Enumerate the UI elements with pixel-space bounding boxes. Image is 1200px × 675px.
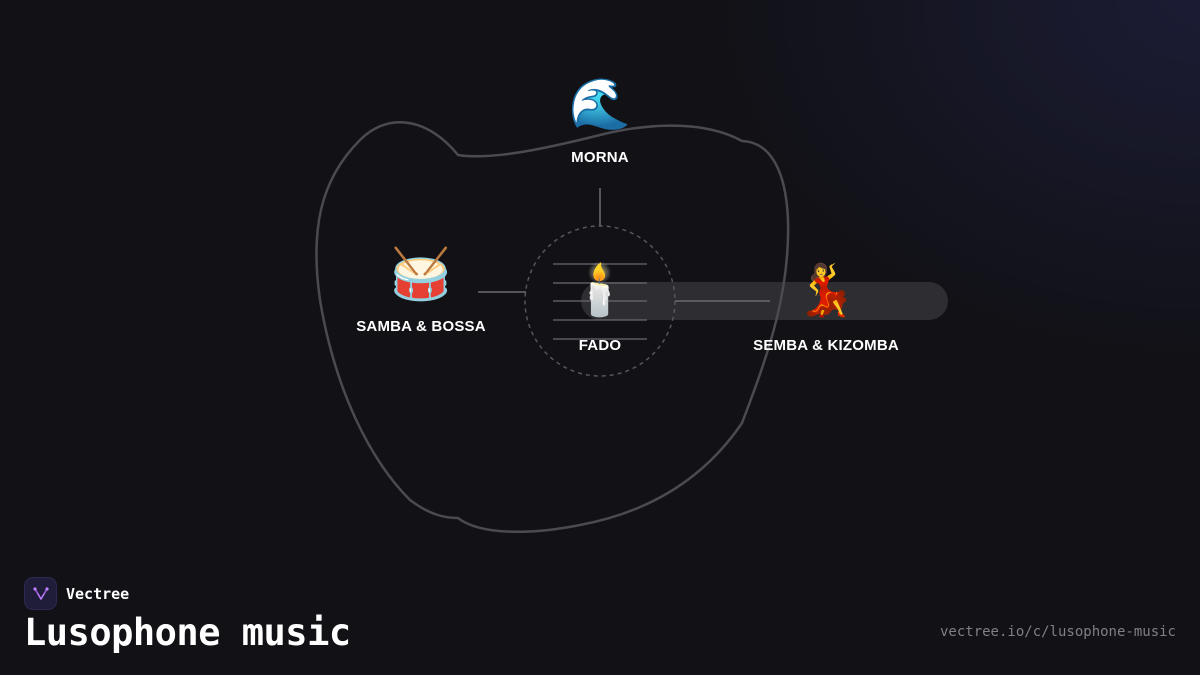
- brand-name: Vectree: [66, 584, 130, 603]
- node-semba-kizomba[interactable]: 💃 SEMBA & KIZOMBA: [753, 262, 899, 354]
- guitar-body-outline: [315, 121, 790, 534]
- node-morna[interactable]: 🌊 MORNA: [569, 76, 631, 166]
- node-label-morna: MORNA: [571, 149, 629, 166]
- wave-icon: 🌊: [568, 76, 632, 132]
- connectors: [478, 188, 770, 302]
- drum-icon: 🥁: [389, 246, 453, 302]
- node-samba-bossa[interactable]: 🥁 SAMBA & BOSSA: [356, 246, 486, 335]
- node-label-samba-bossa: SAMBA & BOSSA: [356, 318, 486, 335]
- node-label-semba-kizomba: SEMBA & KIZOMBA: [753, 337, 899, 354]
- candle-icon: 🕯️: [568, 262, 632, 318]
- dancer-icon: 💃: [794, 262, 858, 318]
- vectree-logo-icon: [24, 577, 57, 610]
- brand[interactable]: Vectree: [24, 577, 129, 610]
- node-fado[interactable]: 🕯️ FADO: [569, 262, 631, 354]
- node-label-fado: FADO: [578, 337, 622, 354]
- page-title: Lusophone music: [24, 611, 351, 654]
- page-url[interactable]: vectree.io/c/lusophone-music: [939, 624, 1176, 640]
- guitar-strings: [553, 263, 647, 340]
